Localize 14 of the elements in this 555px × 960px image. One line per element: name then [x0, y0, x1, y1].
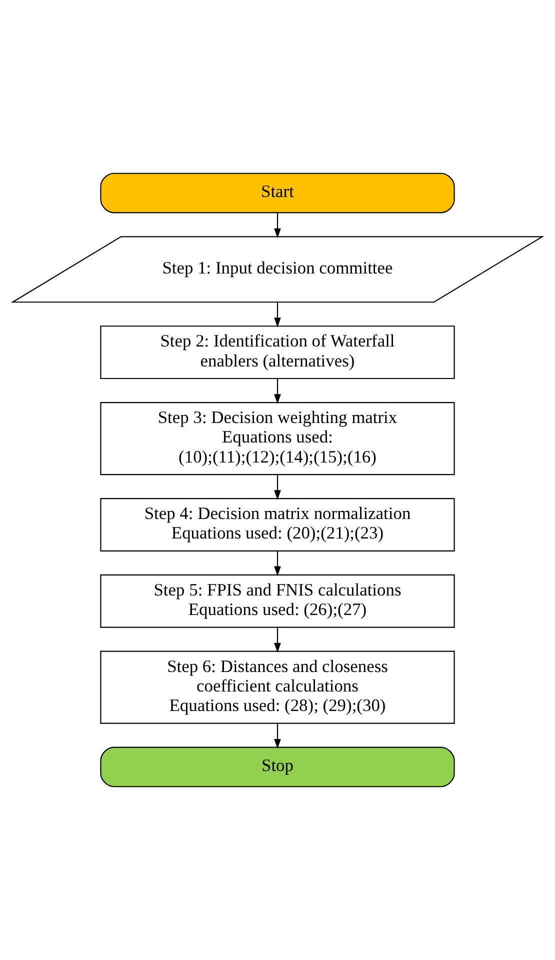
arrow [274, 550, 281, 576]
node-box: Start [100, 172, 455, 214]
arrow [274, 378, 281, 404]
node-box: Step 6: Distances and closeness coefficient calculations Equations used: (28); (29);(30) [100, 650, 455, 724]
node-box: Stop [100, 746, 455, 788]
arrow [274, 627, 281, 653]
node-box: Step 3: Decision weighting matrix Equations used: (10);(11);(12);(14);(15);(16) [100, 402, 455, 476]
arrow [274, 302, 281, 328]
node-box: Step 2: Identification of Waterfall enablers (alternatives) [100, 326, 455, 380]
arrow [274, 474, 281, 500]
arrow [274, 212, 281, 238]
node-box: Step 5: FPIS and FNIS calculations Equations used: (26);(27) [100, 574, 455, 628]
node-box: Step 4: Decision matrix normalization Equations used: (20);(21);(23) [100, 498, 455, 552]
arrow [274, 724, 281, 749]
